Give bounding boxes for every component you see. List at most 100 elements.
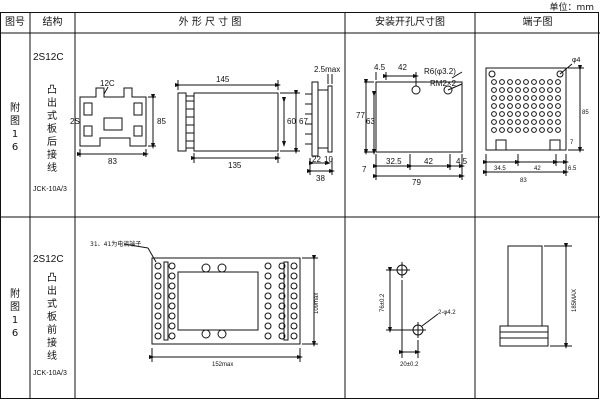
terminal-dot <box>515 119 521 125</box>
mount-view <box>364 71 465 180</box>
front-terminal-dot <box>154 322 162 330</box>
front-terminal-dot <box>278 322 286 330</box>
front-terminal-dot <box>290 282 298 290</box>
terminal-dot <box>523 111 529 117</box>
terminal-dot <box>507 95 513 101</box>
row2-model: JCK-10A/3 <box>33 370 67 377</box>
terminal-dot <box>555 95 561 101</box>
terminal-dot <box>539 111 545 117</box>
terminal-dot <box>515 127 521 133</box>
mount-h2-label: 63 <box>366 117 375 126</box>
front-terminal-dot <box>264 292 272 300</box>
terminal-dot <box>499 79 505 85</box>
terminal-dot <box>507 127 513 133</box>
front-terminal-dot <box>154 292 162 300</box>
terminal-dot <box>499 127 505 133</box>
terminal-dims <box>483 63 584 176</box>
panel-b1-label: 22 <box>312 155 321 164</box>
terminal-dot <box>499 103 505 109</box>
terminal-dot <box>491 79 497 85</box>
term-b1-label: 34.5 <box>494 166 506 172</box>
terminal-dot <box>531 103 537 109</box>
mount-hole-label: R6(φ3.2) <box>424 67 456 76</box>
terminal-dot <box>555 103 561 109</box>
front-terminal-dot <box>168 282 176 290</box>
row2-term-h-label: 185MAX <box>572 289 578 312</box>
terminal-dot <box>555 111 561 117</box>
terminal-dot <box>523 127 529 133</box>
terminal-dot <box>499 87 505 93</box>
front-terminal-view <box>123 243 318 362</box>
dimension-labels: 12C 2S 83 85 145 135 67 60 2.5max 22 10 … <box>70 57 589 368</box>
terminal-dot <box>523 79 529 85</box>
front-terminal-dot <box>278 312 286 320</box>
side-view <box>175 80 300 163</box>
front-terminal-dot <box>290 292 298 300</box>
front-terminal-dot <box>264 332 272 340</box>
front-terminal-dot <box>290 312 298 320</box>
front-view <box>77 86 156 157</box>
front-terminal-dot <box>264 322 272 330</box>
mount-h1-label: 77 <box>356 111 365 120</box>
mount-b3-label: 4.5 <box>456 157 468 166</box>
terminal-dot <box>507 79 513 85</box>
front-terminal-dot <box>168 332 176 340</box>
terminal-dot <box>499 95 505 101</box>
terminal-dot <box>523 103 529 109</box>
front-terminal-dot <box>264 272 272 280</box>
terminal-dot <box>507 111 513 117</box>
terminal-dot <box>523 87 529 93</box>
row1-model: JCK-10A/3 <box>33 186 67 193</box>
terminal-dot <box>547 119 553 125</box>
terminal-dot <box>507 87 513 93</box>
row2-width-label: 152max <box>212 362 233 368</box>
front-terminal-dot <box>264 262 272 270</box>
terminal-dot <box>547 79 553 85</box>
terminal-dot <box>491 111 497 117</box>
header-terminal: 端子图 <box>522 17 553 28</box>
term-total-label: 83 <box>520 178 527 184</box>
terminal-dot <box>555 127 561 133</box>
front-terminal-dot <box>290 302 298 310</box>
row2-mount-h-label: 76±0.2 <box>380 293 386 312</box>
table-frame <box>0 12 600 399</box>
panel-view <box>305 74 335 175</box>
terminal-dot <box>531 127 537 133</box>
terminal-dot <box>523 95 529 101</box>
unit-label: 单位：mm <box>549 3 594 13</box>
terminal-dot <box>547 87 553 93</box>
mount-left-label: 7 <box>362 165 367 174</box>
terminal-dot <box>523 119 529 125</box>
front-terminal-dot <box>278 302 286 310</box>
side-inner-label: 60 <box>287 117 296 126</box>
front-mount-view <box>386 262 439 358</box>
row1-struct-code: 2S12C <box>33 52 64 63</box>
terminal-dot <box>531 119 537 125</box>
front-terminal-dot <box>278 262 286 270</box>
terminal-dot <box>539 95 545 101</box>
terminal-dot <box>515 79 521 85</box>
front-terminal-dot <box>168 302 176 310</box>
terminal-dot <box>507 119 513 125</box>
front-terminal-dot <box>278 282 286 290</box>
terminal-dot <box>507 103 513 109</box>
front-terminal-dot <box>290 322 298 330</box>
front-terminal-dot <box>154 312 162 320</box>
header-outline: 外 形 尺 寸 图 <box>178 17 242 28</box>
terminal-dot <box>539 103 545 109</box>
front-terminal-dot <box>264 312 272 320</box>
terminal-dot <box>491 127 497 133</box>
front-terminal-dot <box>278 272 286 280</box>
front-terminal-dot <box>154 302 162 310</box>
terminal-dot-grid <box>491 79 561 133</box>
terminal-dot <box>491 103 497 109</box>
header-mounting: 安装开孔尺寸图 <box>375 17 445 28</box>
terminal-dot <box>531 111 537 117</box>
front-terminal-dot <box>290 262 298 270</box>
front-terminal-dot <box>154 332 162 340</box>
row1-fig-label: 附图16 <box>10 103 20 153</box>
front-top-label: 12C <box>100 79 115 88</box>
panel-top-label: 2.5max <box>314 65 340 74</box>
